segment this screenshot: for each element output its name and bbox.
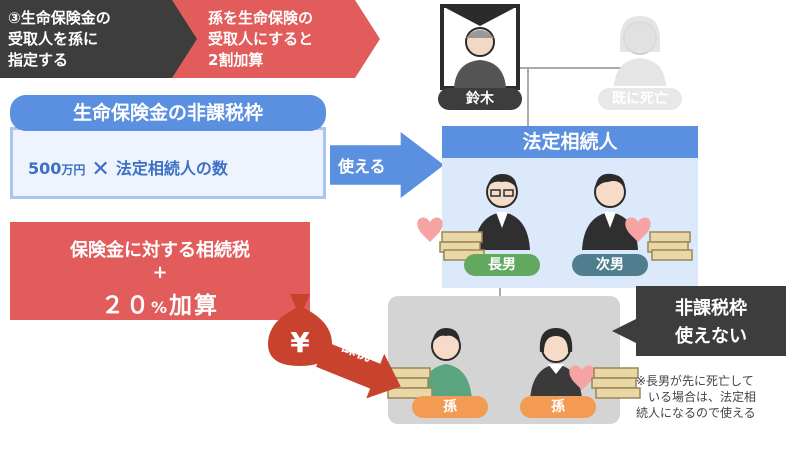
deceased-label: 既に死亡 xyxy=(598,88,682,110)
legal-heirs-header: 法定相続人 xyxy=(442,126,698,158)
yen-symbol: ¥ xyxy=(290,326,310,359)
exemption-unit: 万円 xyxy=(61,163,86,177)
exemption-formula: 500万円 ✕ 法定相続人の数 xyxy=(28,155,228,182)
surcharge-line-1: 孫を生命保険の xyxy=(208,9,314,27)
step-3-banner: ③生命保険金の 受取人を孫に 指定する xyxy=(0,0,200,78)
footnote-line-3: 続人になるので使える xyxy=(636,406,756,420)
tax-line-1: 保険金に対する相続税 xyxy=(70,240,250,261)
step-line-3: 指定する xyxy=(8,51,69,69)
suzuki-portrait-icon xyxy=(440,4,520,90)
grandchild-boy-icon xyxy=(420,328,472,400)
tax-percent-sign: % xyxy=(150,298,170,317)
surcharge-line-2: 受取人にすると xyxy=(208,30,314,48)
note-line-1: 非課税枠 xyxy=(675,298,747,319)
grandchild1-label: 孫 xyxy=(412,396,488,418)
suzuki-label: 鈴木 xyxy=(438,88,522,110)
grandchild-girl-icon xyxy=(530,328,582,400)
second-son-icon xyxy=(582,173,638,250)
tax-percent-number: ２０ xyxy=(100,293,151,319)
deceased-spouse-icon xyxy=(614,16,666,86)
note-line-2: 使えない xyxy=(675,326,747,347)
tax-surcharge-word: 加算 xyxy=(169,293,220,319)
second-son-money-icon xyxy=(625,217,693,261)
exemption-title: 生命保険金の非課税枠 xyxy=(10,95,326,131)
grandchild2-label: 孫 xyxy=(520,396,596,418)
step-line-1: ③生命保険金の xyxy=(8,9,111,27)
surcharge-banner: 孫を生命保険の 受取人にすると 2割加算 xyxy=(172,0,380,78)
exemption-box xyxy=(10,127,326,199)
step-line-2: 受取人を孫に xyxy=(8,30,99,48)
tax-line-3: ２０%加算 xyxy=(10,286,310,320)
yen-money-bag-icon: ¥ xyxy=(268,294,332,366)
exemption-heirs-count: 法定相続人の数 xyxy=(115,159,228,178)
times-icon: ✕ xyxy=(91,157,110,182)
usable-arrow-label: 使える xyxy=(338,157,386,176)
eldest-son-label: 長男 xyxy=(464,254,540,276)
exemption-amount: 500 xyxy=(28,159,62,178)
footnote-line-2: いる場合は、法定相 xyxy=(648,390,757,404)
footnote-line-1: ※長男が先に死亡して xyxy=(636,374,754,388)
tax-plus: + xyxy=(152,262,168,283)
eldest-son-icon xyxy=(474,174,530,250)
grandchild2-money-icon xyxy=(569,365,641,399)
tax-surcharge-box xyxy=(10,222,310,320)
surcharge-line-3: 2割加算 xyxy=(208,51,264,69)
second-son-label: 次男 xyxy=(572,254,648,276)
not-usable-note: 非課税枠 使えない xyxy=(636,286,786,356)
